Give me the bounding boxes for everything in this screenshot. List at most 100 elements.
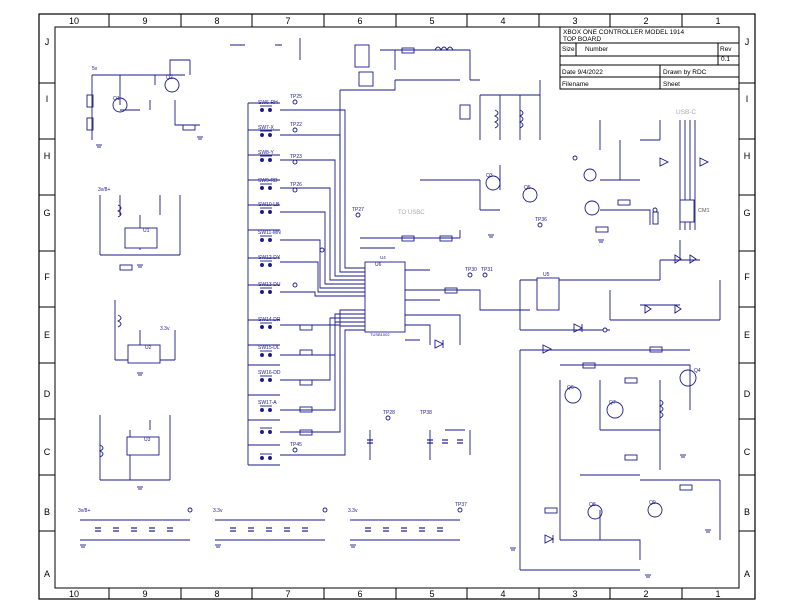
row-label-right: B [744, 507, 750, 517]
col-label-bottom: 5 [429, 589, 434, 599]
rail-label: 3v/8+ [98, 187, 110, 193]
drawn-label: Drawn by RDC [663, 69, 707, 76]
rail-label: 3.3v [160, 326, 170, 332]
date-label: Date 9/4/2022 [562, 69, 603, 76]
row-label-left: J [45, 37, 50, 47]
rail-label: 5v [92, 66, 98, 72]
sw-label: SW10-LB [258, 202, 280, 208]
tp-label: TP36 [535, 217, 547, 223]
q-label: Q1 [113, 96, 120, 102]
col-label-bottom: 1 [715, 589, 720, 599]
col-label-bottom: 2 [643, 589, 648, 599]
q-label: Q6 [567, 385, 574, 391]
ground-symbols [80, 136, 711, 578]
size-label: Size [562, 46, 575, 53]
q-label: Q3 [486, 173, 493, 179]
rail-label: 3v/8+ [78, 508, 90, 514]
row-label-right: H [744, 151, 751, 161]
col-label-bottom: 3 [572, 589, 577, 599]
row-label-left: C [44, 447, 51, 457]
col-label-top: 4 [500, 16, 505, 26]
col-label-bottom: 7 [285, 589, 290, 599]
row-label-right: I [746, 94, 749, 104]
tp-label: TP27 [352, 207, 364, 213]
filename-label: Filename [562, 81, 589, 88]
col-label-bottom: 6 [357, 589, 362, 599]
q-label: Q7 [609, 400, 616, 406]
subtitle-text: TOP BOARD [563, 36, 601, 43]
sw-label: SW9-RB [258, 178, 278, 184]
tp-label: TP31 [481, 267, 493, 273]
wiring [80, 38, 721, 571]
title-text: XBOX ONE CONTROLLER MODEL 1914 [563, 29, 685, 36]
sheet-label: Sheet [663, 81, 680, 88]
col-label-top: 3 [572, 16, 577, 26]
row-label-right: E [744, 330, 750, 340]
row-label-left: D [44, 389, 51, 399]
tp-label: TP22 [290, 122, 302, 128]
sw-label: SW13-DU [258, 282, 281, 288]
col-label-top: 2 [643, 16, 648, 26]
u-label: U3 [144, 437, 151, 443]
row-label-right: J [745, 37, 750, 47]
u-label: U2 [145, 345, 152, 351]
col-label-top: 8 [214, 16, 219, 26]
u-label: U5 [543, 272, 550, 278]
row-label-left: I [46, 94, 49, 104]
q-label: Q4 [694, 368, 701, 374]
cm1-label: CM1 [698, 208, 710, 214]
q-label: Q9 [649, 500, 656, 506]
row-label-left: A [44, 569, 50, 579]
col-label-top: 9 [142, 16, 147, 26]
capacitor-bank [95, 439, 463, 532]
row-ticks [39, 82, 755, 532]
sw-label: SW14-DR [258, 317, 281, 323]
rev-label: Rev [720, 46, 732, 53]
tp-label: TP25 [290, 94, 302, 100]
rev-value: 0.1 [721, 56, 730, 63]
tp-label: TP45 [290, 442, 302, 448]
components [86, 44, 710, 544]
number-label: Number [585, 46, 609, 53]
sw-label: SW8-Y [258, 150, 275, 156]
test-points [187, 99, 658, 513]
sw-label: SW15-DL [258, 345, 280, 351]
tp-label: TP23 [290, 154, 302, 160]
row-label-right: D [744, 389, 751, 399]
switches [260, 105, 272, 460]
column-ticks [108, 14, 683, 599]
col-label-bottom: 10 [69, 589, 79, 599]
sw-label: SW16-DD [258, 370, 281, 376]
q-label: Q2 [166, 75, 173, 81]
sw-label: SW12-DY [258, 255, 281, 261]
sw-label: SW17-A [258, 400, 277, 406]
row-label-right: G [743, 208, 750, 218]
tp-label: TP37 [455, 502, 467, 508]
col-label-top: 6 [357, 16, 362, 26]
sw-label: SW7-X [258, 125, 275, 131]
sw-label: SW6-RH [258, 100, 278, 106]
main-ic-part: TUSB1002 [370, 332, 390, 337]
row-label-left: E [44, 330, 50, 340]
title-block [559, 26, 740, 90]
row-label-left: F [44, 272, 50, 282]
row-label-right: A [744, 569, 750, 579]
tp-label: TP26 [290, 182, 302, 188]
u-label: U1 [143, 228, 150, 234]
row-label-right: C [744, 447, 751, 457]
col-label-top: 1 [715, 16, 720, 26]
col-label-bottom: 4 [500, 589, 505, 599]
col-label-top: 7 [285, 16, 290, 26]
tp-label: TP38 [420, 410, 432, 416]
row-label-right: F [744, 272, 750, 282]
rail-label: 3.3v [348, 508, 358, 514]
main-ic-ref: U4 [380, 255, 386, 260]
q-label: Q8 [589, 502, 596, 508]
u-label: U6 [375, 262, 382, 268]
col-label-bottom: 8 [214, 589, 219, 599]
col-label-top: 10 [69, 16, 79, 26]
col-label-top: 5 [429, 16, 434, 26]
rail-label: 3.3v [213, 508, 223, 514]
tp-label: TP30 [465, 267, 477, 273]
